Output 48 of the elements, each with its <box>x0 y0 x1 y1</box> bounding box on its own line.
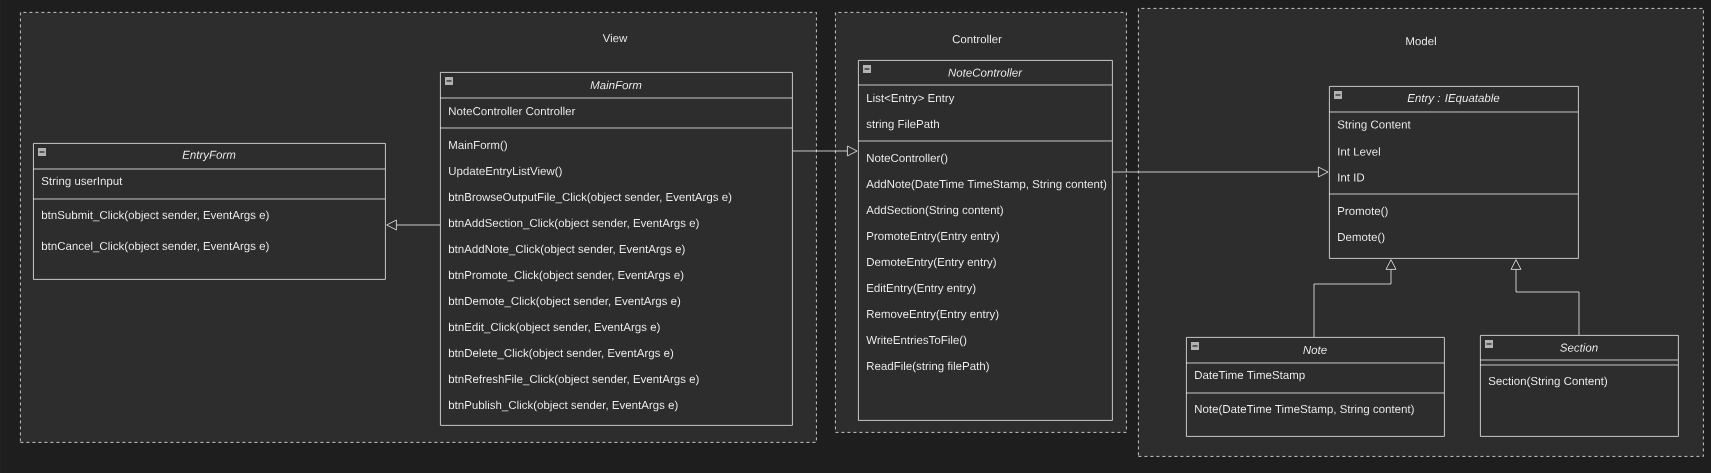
method-text: Section(String Content) <box>1488 376 1607 388</box>
method-text: btnAddSection_Click(object sender, EventArgs e) <box>448 218 699 230</box>
inheritance-arrow <box>792 145 858 157</box>
method-text: UpdateEntryListView() <box>449 166 562 178</box>
attribute-text: Int ID <box>1338 173 1365 182</box>
method-text: btnCancel_Click(object sender, EventArgs e) <box>41 241 269 253</box>
attribute-text: String Content <box>1337 120 1411 131</box>
method-text: btnAddNote_Click(object sender, EventArgs e) <box>448 244 685 256</box>
method-text: btnEdit_Click(object sender, EventArgs e) <box>448 322 660 334</box>
class-name: MainForm <box>590 80 642 90</box>
method-text: AddNote(DateTime TimeStamp, String content) <box>866 179 1107 191</box>
method-text: btnDemote_Click(object sender, EventArgs e) <box>448 296 681 308</box>
inheritance-arrow <box>386 219 441 231</box>
method-text: Demote() <box>1338 232 1385 244</box>
inheritance-arrow <box>1510 259 1580 336</box>
method-text: AddSection(String content) <box>866 205 1003 217</box>
method-text: PromoteEntry(Entry entry) <box>867 231 1000 243</box>
attribute-text: Int Level <box>1338 147 1380 156</box>
class-name: Section <box>1560 343 1598 352</box>
attribute-text: DateTime TimeStamp <box>1195 370 1305 382</box>
attribute-text: string FilePath <box>866 119 939 131</box>
method-text: Promote() <box>1338 206 1388 218</box>
method-text: ReadFile(string filePath) <box>867 361 989 373</box>
method-text: btnRefreshFile_Click(object sender, EventArgs e) <box>448 374 699 386</box>
attribute-text: NoteController Controller <box>449 106 576 116</box>
method-text: MainForm() <box>449 140 507 152</box>
class-name: Note <box>1303 346 1327 354</box>
inheritance-arrow <box>1313 259 1397 338</box>
class-name: EntryForm <box>182 150 236 162</box>
package-label: Model <box>1406 36 1436 46</box>
method-text: WriteEntriesToFile() <box>866 335 967 347</box>
attribute-text: List<Entry> Entry <box>867 93 955 105</box>
class-name: NoteController <box>948 68 1023 77</box>
method-text: btnPromote_Click(object sender, EventArgs e) <box>448 270 684 282</box>
attribute-text: String userInput <box>41 176 123 188</box>
method-text: Note(DateTime TimeStamp, String content) <box>1195 404 1414 416</box>
package-label: View <box>602 33 628 43</box>
method-text: btnPublish_Click(object sender, EventArgs e) <box>448 400 678 412</box>
class-name: Entry : IEquatable <box>1407 93 1500 105</box>
method-text: btnSubmit_Click(object sender, EventArgs e) <box>41 210 269 222</box>
method-text: NoteController() <box>867 153 948 165</box>
inheritance-arrow <box>1112 166 1329 178</box>
method-text: btnBrowseOutputFile_Click(object sender, EventArgs e) <box>448 192 732 204</box>
method-text: EditEntry(Entry entry) <box>867 283 976 295</box>
method-text: RemoveEntry(Entry entry) <box>867 309 999 321</box>
package-label: Controller <box>952 34 1002 44</box>
method-text: btnDelete_Click(object sender, EventArgs e) <box>448 348 674 360</box>
method-text: DemoteEntry(Entry entry) <box>867 257 996 269</box>
